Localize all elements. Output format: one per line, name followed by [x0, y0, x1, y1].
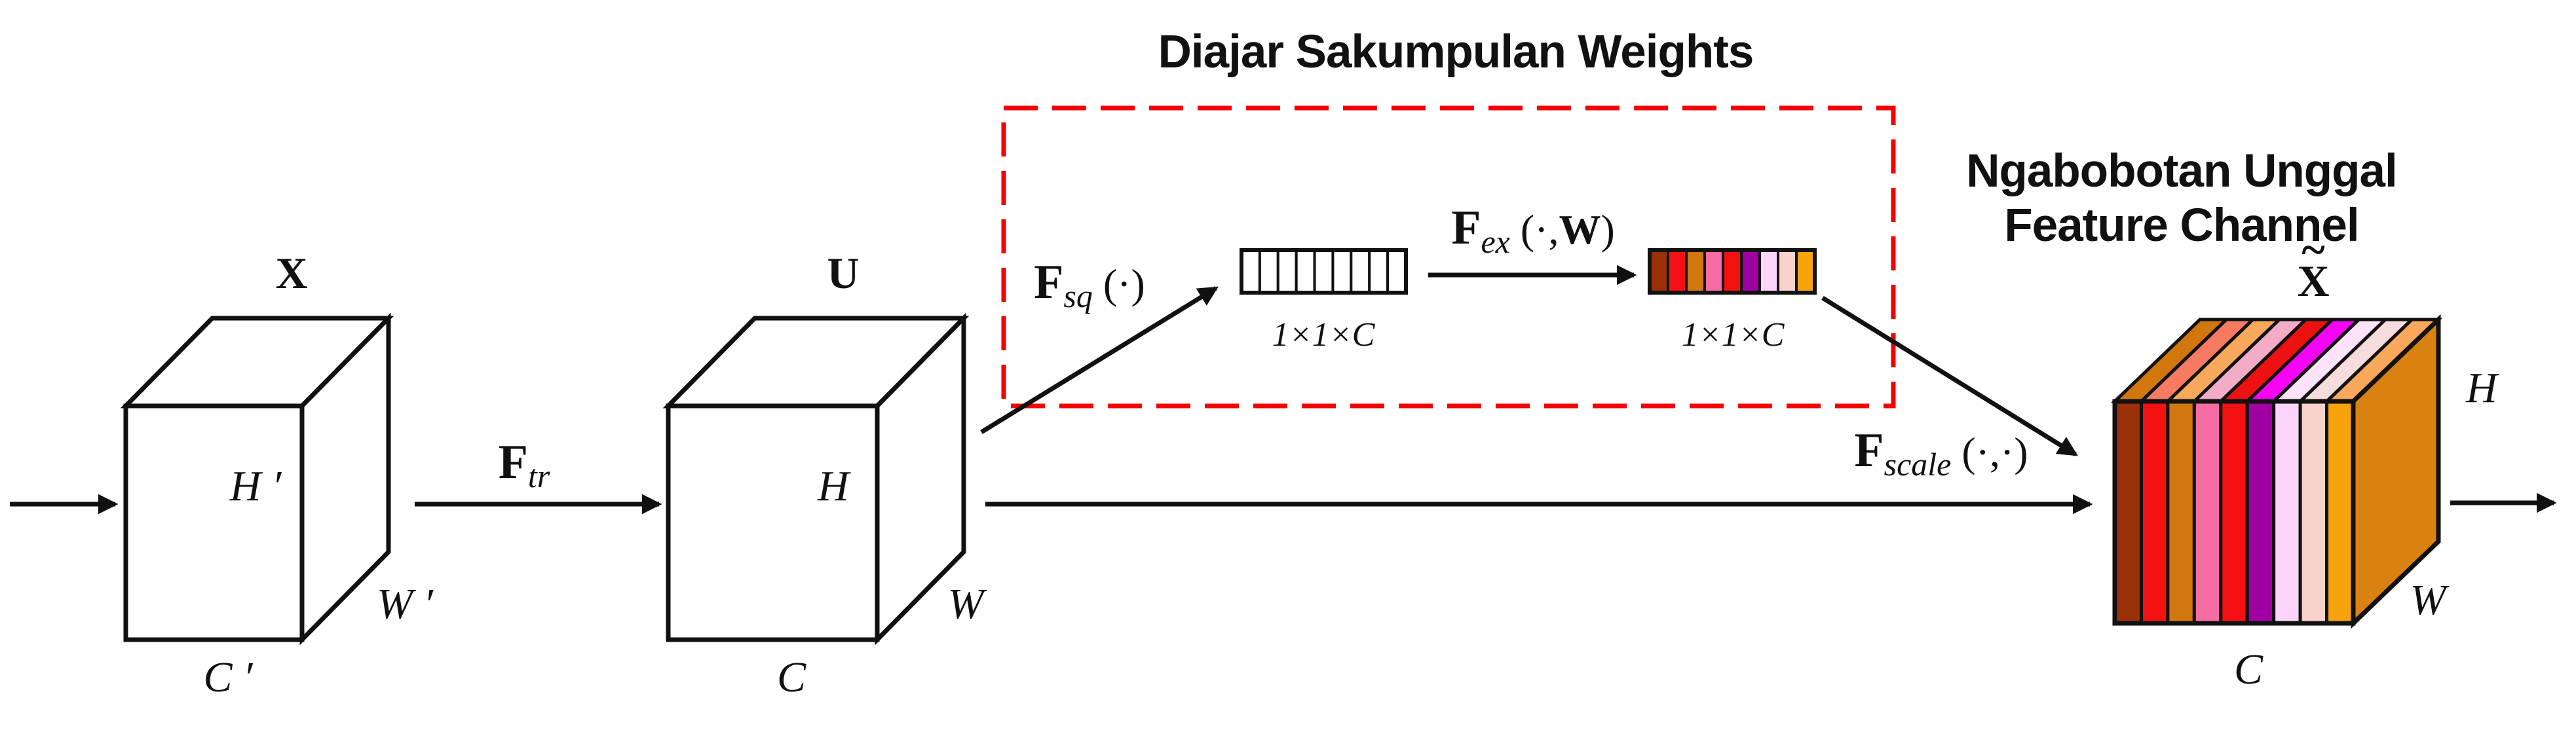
- scale-transform: Fscale (·,·): [985, 424, 2093, 515]
- squeeze-bar-outline: [1240, 248, 1408, 295]
- output-channel-slice: [2298, 399, 2329, 625]
- output-tensor-cube: X ~ H W C: [2110, 225, 2499, 693]
- output-caption: Ngabobotan Unggal Feature Channel: [1966, 145, 2397, 251]
- squeeze-cell: [1386, 249, 1407, 294]
- output-caption-line1: Ngabobotan Unggal: [1966, 145, 2396, 197]
- output-caption-line2: Feature Channel: [2004, 200, 2358, 251]
- weights-to-output-arrow-icon: [1821, 296, 2078, 456]
- excitation-bar-outline: [1648, 248, 1817, 295]
- excitation-cell: [1648, 249, 1669, 294]
- output-channel-slice: [2139, 399, 2170, 625]
- excite-size-label: 1×1×C: [1682, 316, 1785, 354]
- input-tensor-label: X: [275, 248, 307, 298]
- u-height-label: H: [817, 462, 851, 510]
- input-width-label: W ′: [377, 580, 434, 628]
- transformation-ftr: Ftr: [415, 435, 662, 515]
- squeeze-cell: [1368, 249, 1390, 294]
- output-cube-right-face: [2351, 314, 2441, 629]
- squeeze-cell: [1313, 249, 1335, 294]
- learned-weights-dashed-box: [1001, 105, 1896, 409]
- output-channel-slice: [2272, 399, 2302, 625]
- output-channel-slice: [2192, 399, 2223, 625]
- ftr-label: Ftr: [499, 435, 550, 494]
- u-channels-label: C: [777, 653, 806, 701]
- excitation-transform: Fex (·,W): [1428, 201, 1637, 285]
- excitation-cell: [1795, 249, 1816, 294]
- output-tensor-label: X: [2297, 256, 2329, 306]
- excitation-cell: [1703, 249, 1724, 294]
- output-cube-front-face: [2112, 399, 2356, 626]
- output-width-label: W: [2410, 576, 2450, 624]
- input-tensor-cube: X H ′ W ′ C ′: [120, 248, 434, 701]
- dashed-box-title: Diajar Sakumpulan Weights: [1158, 26, 1754, 78]
- u-width-label: W: [948, 580, 987, 628]
- excitation-cell: [1722, 249, 1743, 294]
- fsq-arrow-icon: [980, 286, 1219, 434]
- output-cube-top-face: [2110, 318, 2443, 403]
- squeeze-cell: [1240, 249, 1261, 294]
- excitation-cell: [1685, 249, 1706, 294]
- output-channel-slice: [2166, 399, 2196, 625]
- u-tensor-label: U: [827, 248, 859, 298]
- squeeze-cell: [1258, 249, 1279, 294]
- excitation-cell: [1758, 249, 1779, 294]
- excitation-weights-bar: [1648, 248, 1817, 295]
- squeeze-cell: [1295, 249, 1316, 294]
- output-channel-slice: [2325, 399, 2355, 625]
- excitation-cell: [1740, 249, 1761, 294]
- fex-label: Fex (·,W): [1451, 201, 1615, 260]
- squeeze-cell: [1331, 249, 1353, 294]
- fscale-label: Fscale (·,·): [1854, 424, 2028, 483]
- squeeze-cell: [1350, 249, 1371, 294]
- output-channel-slice: [2113, 399, 2143, 625]
- transformed-tensor-cube: U H W C: [662, 248, 987, 701]
- output-channels-label: C: [2234, 646, 2263, 693]
- output-height-label: H: [2465, 364, 2499, 412]
- output-channel-slice: [2245, 399, 2276, 625]
- output-tensor-tilde: ~: [2301, 225, 2324, 274]
- input-cube-front-face: [123, 403, 305, 642]
- excitation-cell: [1667, 249, 1688, 294]
- excitation-cell: [1777, 249, 1798, 294]
- u-cube-front-face: [666, 403, 880, 642]
- input-height-label: H ′: [229, 462, 282, 510]
- squeeze-descriptor-bar: [1240, 248, 1408, 295]
- input-channels-label: C ′: [204, 653, 254, 701]
- fsq-label: Fsq (·): [1034, 255, 1145, 314]
- output-channel-slice: [2219, 399, 2249, 625]
- squeeze-cell: [1276, 249, 1298, 294]
- squeeze-transform: Fsq (·): [980, 255, 1219, 434]
- squeeze-size-label: 1×1×C: [1272, 316, 1376, 354]
